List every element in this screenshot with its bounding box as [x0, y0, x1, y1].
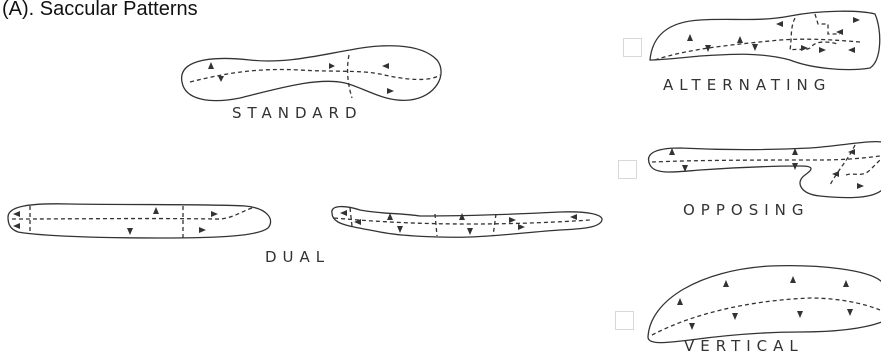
opposing-arrows	[669, 148, 864, 189]
standard-arrows	[208, 62, 394, 94]
alternating-macula-diagram	[650, 11, 880, 69]
standard-label: STANDARD	[232, 104, 363, 122]
dual-label: DUAL	[265, 248, 330, 266]
vertical-macula-diagram	[648, 266, 881, 343]
dual-left-arrows	[13, 207, 218, 235]
dual-right-macula-diagram	[332, 207, 602, 238]
dual-left-macula-diagram	[8, 204, 271, 238]
opposing-checkbox[interactable]	[618, 160, 637, 179]
vertical-label: VERTICAL	[684, 337, 804, 355]
vertical-arrows	[677, 276, 853, 330]
vertical-checkbox[interactable]	[615, 311, 634, 330]
alternating-label: ALTERNATING	[663, 76, 831, 94]
alternating-checkbox[interactable]	[623, 38, 642, 57]
opposing-label: OPPOSING	[683, 201, 810, 219]
standard-macula-diagram	[182, 46, 441, 101]
opposing-macula-diagram	[649, 142, 881, 198]
